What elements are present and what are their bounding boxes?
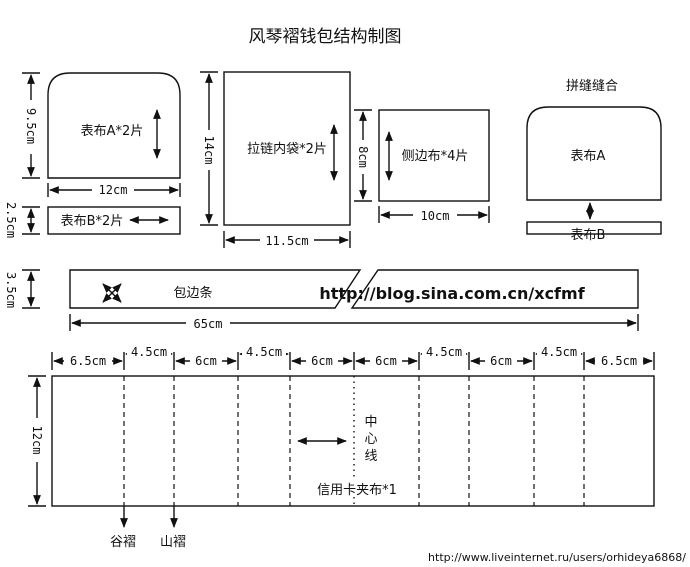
segment-label: 6cm bbox=[311, 354, 333, 368]
valley-fold-label: 谷褶 bbox=[110, 535, 136, 550]
front-a-outline bbox=[47, 72, 181, 179]
segment-label: 6cm bbox=[490, 354, 512, 368]
zip-pocket-height: 14cm bbox=[202, 136, 216, 165]
blog-watermark: http://blog.sina.com.cn/xcfmf bbox=[319, 284, 585, 303]
zip-pocket-piece: 拉链内袋*2片 14cm 11.5cm bbox=[200, 71, 351, 248]
front-a-piece: 表布A*2片 9.5cm 12cm bbox=[22, 72, 181, 197]
card-height: 12cm bbox=[30, 426, 44, 455]
side-piece: 侧边布*4片 8cm 10cm bbox=[354, 109, 490, 223]
segment-label: 4.5cm bbox=[426, 345, 462, 359]
center-label-2: 心 bbox=[364, 432, 377, 447]
zip-pocket-outline bbox=[223, 71, 351, 226]
segment-label: 6.5cm bbox=[601, 354, 637, 368]
card-panel: 中 心 线 信用卡夹布*1 12cm bbox=[28, 345, 655, 550]
expand-arrows-icon bbox=[102, 283, 122, 303]
binding-height: 3.5cm bbox=[4, 272, 18, 308]
front-b-outline bbox=[47, 206, 181, 235]
pieced-a-outline bbox=[526, 106, 662, 201]
front-b-height: 2.5cm bbox=[4, 202, 18, 238]
segment-label: 4.5cm bbox=[246, 345, 282, 359]
pieced-b-label: 表布B bbox=[571, 228, 606, 243]
front-a-height: 9.5cm bbox=[24, 108, 38, 144]
segment-label: 6cm bbox=[375, 354, 397, 368]
url-watermark: http://www.liveinternet.ru/users/orhidey… bbox=[428, 551, 686, 564]
binding-width: 65cm bbox=[194, 317, 223, 331]
segment-label: 4.5cm bbox=[541, 345, 577, 359]
center-label-3: 线 bbox=[364, 449, 377, 464]
front-a-width: 12cm bbox=[99, 183, 128, 197]
side-label: 侧边布*4片 bbox=[402, 149, 469, 164]
pieced-b-outline bbox=[526, 221, 662, 235]
side-height: 8cm bbox=[356, 146, 370, 168]
pieced-assembly: 拼缝缝合 表布A 表布B bbox=[526, 79, 662, 243]
zip-pocket-label: 拉链内袋*2片 bbox=[247, 141, 327, 157]
segment-ticks bbox=[51, 352, 655, 370]
front-a-label: 表布A*2片 bbox=[81, 124, 144, 139]
binding-left-outline bbox=[69, 269, 362, 309]
side-outline bbox=[378, 109, 490, 202]
segment-label: 6.5cm bbox=[70, 354, 106, 368]
mountain-fold-label: 山褶 bbox=[160, 535, 186, 550]
binding-strip: 包边条 http://blog.sina.com.cn/xcfmf 3.5cm … bbox=[2, 266, 639, 331]
pieced-a-label: 表布A bbox=[571, 149, 606, 164]
center-label-1: 中 bbox=[364, 415, 377, 430]
front-b-label: 表布B*2片 bbox=[61, 214, 124, 229]
card-label: 信用卡夹布*1 bbox=[317, 483, 397, 498]
card-outline bbox=[51, 375, 655, 507]
page-title: 风琴褶钱包结构制图 bbox=[249, 27, 402, 47]
zip-pocket-width: 11.5cm bbox=[265, 234, 308, 248]
front-b-piece: 表布B*2片 2.5cm bbox=[2, 196, 181, 244]
binding-label: 包边条 bbox=[173, 285, 212, 301]
binding-right-outline bbox=[350, 269, 639, 309]
segment-label: 6cm bbox=[195, 354, 217, 368]
side-width: 10cm bbox=[421, 209, 450, 223]
pieced-title: 拼缝缝合 bbox=[566, 79, 618, 94]
segment-label: 4.5cm bbox=[131, 345, 167, 359]
